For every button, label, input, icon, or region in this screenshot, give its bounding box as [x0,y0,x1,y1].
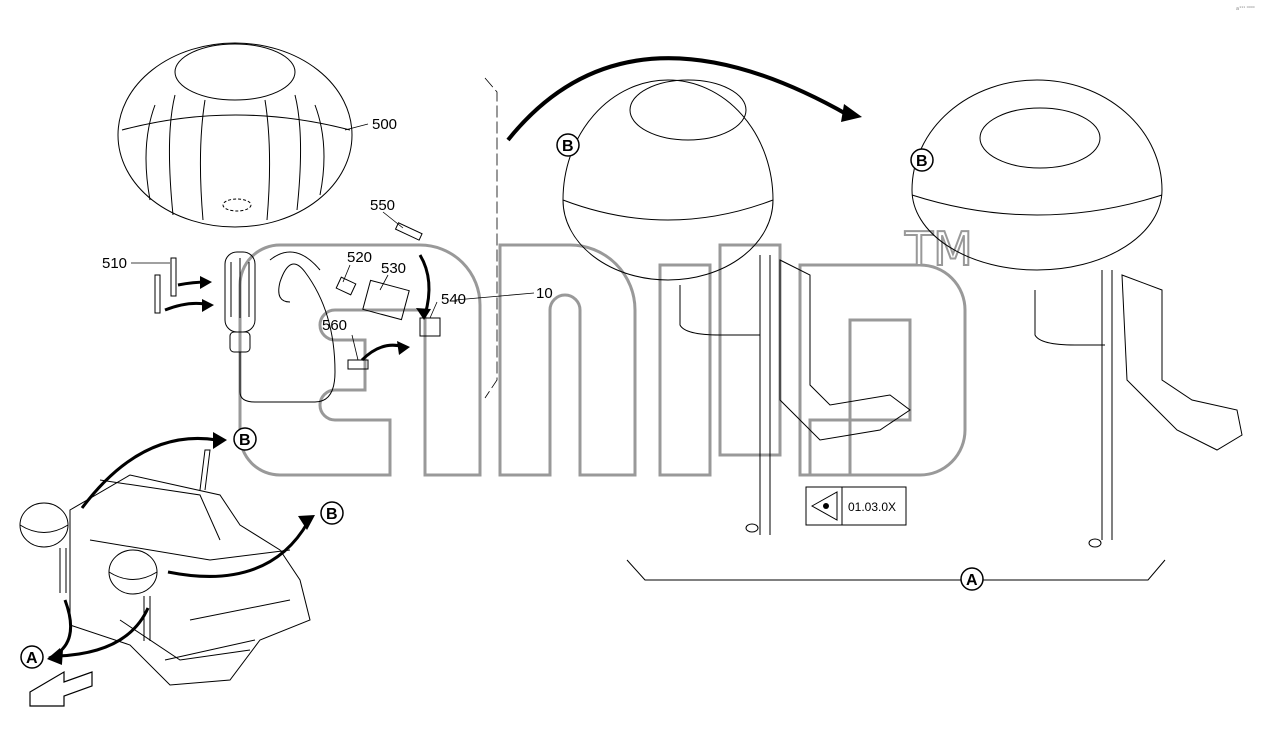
view-reference-box: 01.03.0X [805,486,907,526]
arrow-heads [200,276,431,355]
part-label-560: 560 [322,317,347,334]
eye-icon [810,491,838,521]
view-a-bracket [626,559,1166,581]
corner-note: a¹¹¹ ⁰⁰⁰⁰ [1236,6,1255,12]
machine-illustration [19,449,311,686]
location-arrow-heads [47,432,315,665]
callout-b-machine-2: B [320,501,344,525]
leader-lines [131,123,535,361]
part-label-530: 530 [381,260,406,277]
callout-a-machine: A [20,645,44,669]
svg-text:A: A [26,650,38,667]
callout-b-machine-1: B [233,427,257,451]
part-label-500: 500 [372,116,397,133]
svg-text:B: B [239,432,251,449]
section-divider [484,77,498,399]
rotation-arrow-head [841,104,862,122]
part-label-10: 10 [536,285,553,302]
view-direction-arrow [29,670,93,707]
antenna-view-2 [911,79,1243,548]
callout-b-top: B [556,133,580,157]
location-arrows [54,436,310,658]
watermark-tm: TM [904,222,973,276]
part-label-540: 540 [441,291,466,308]
svg-text:B: B [916,153,928,170]
callout-a-bracket: A [960,567,984,591]
callout-b-right: B [910,148,934,172]
view-reference-label: 01.03.0X [848,500,896,514]
pins-510 [154,257,177,314]
antenna-mount [224,251,336,403]
part-label-520: 520 [347,249,372,266]
svg-text:B: B [562,138,574,155]
part-label-510: 510 [102,255,127,272]
part-label-550: 550 [370,197,395,214]
rotation-arrow [506,56,849,142]
svg-text:B: B [326,506,338,523]
antenna-dome-500 [117,42,353,228]
antenna-view-1 [562,79,911,535]
svg-text:A: A [966,572,978,589]
